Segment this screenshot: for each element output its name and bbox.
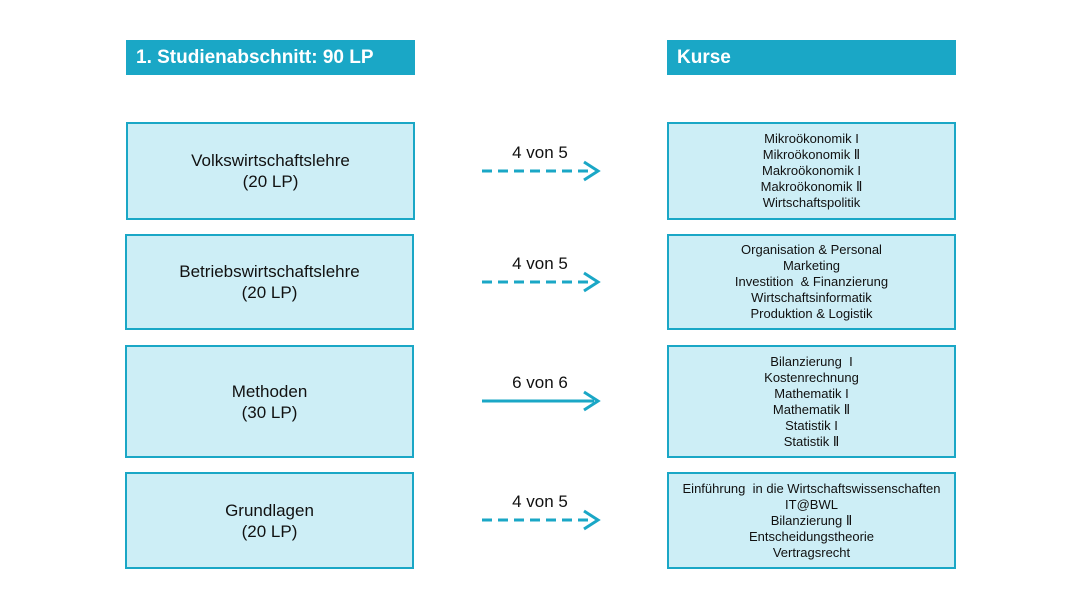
section-header-kurse: Kurse [667,40,956,75]
area-box: Methoden(30 LP) [125,345,414,458]
arrow-head [583,160,601,182]
course-item: Marketing [782,258,841,273]
course-list-box: Einführung in die Wirtschaftswissenschaf… [667,472,956,569]
dashed-arrow-icon [482,509,601,531]
course-item: Produktion & Logistik [750,306,873,321]
course-item: Vertragsrecht [772,544,851,560]
arrow-head [583,390,601,412]
course-item: Entscheidungstheorie [748,528,875,544]
course-item: Makroökonomik I [762,163,861,178]
course-item: Bilanzierung Ⅱ [770,512,853,528]
selection-label: 4 von 5 [512,492,568,511]
course-item: Makroökonomik Ⅱ [760,179,863,194]
area-box: Betriebswirtschaftslehre (20 LP) [125,234,414,330]
arrow-head [583,271,601,293]
area-name: Betriebswirtschaftslehre [179,262,360,281]
dashed-arrow-icon [482,271,601,293]
course-item: Statistik I [785,417,838,433]
area-credits: (20 LP) [241,283,298,302]
area-credits: (20 LP) [242,172,299,191]
course-item: IT@BWL [785,496,838,512]
course-item: Mathematik Ⅱ [772,401,851,417]
area-box: Grundlagen(20 LP) [125,472,414,569]
area-name: Methoden [231,381,308,401]
selection-label: 6 von 6 [512,373,568,392]
course-item: Investition & Finanzierung [734,274,889,289]
section-header-studienabschnitt: 1. Studienabschnitt: 90 LP [126,40,415,75]
solid-arrow-icon [482,390,601,412]
area-box: Volkswirtschaftslehre (20 LP) [126,122,415,220]
arrow-head [583,509,601,531]
course-item: Wirtschaftspolitik [762,195,861,210]
dashed-arrow-icon [482,160,601,182]
course-item: Bilanzierung I [770,353,853,369]
course-item: Mikroökonomik I [764,131,859,146]
area-credits: (30 LP) [241,402,298,422]
course-item: Kostenrechnung [764,369,859,385]
selection-label: 4 von 5 [512,254,568,273]
course-item: Organisation & Personal [741,242,882,257]
area-credits: (20 LP) [241,521,298,541]
course-item: Mathematik I [774,385,849,401]
area-name: Volkswirtschaftslehre [191,151,350,170]
section-header-title: Kurse [677,46,731,68]
selection-label: 4 von 5 [512,143,568,162]
course-item: Einführung in die Wirtschaftswissenschaf… [682,480,941,496]
area-name: Grundlagen [225,500,314,520]
course-item: Mikroökonomik Ⅱ [762,147,861,162]
section-header-title: 1. Studienabschnitt: 90 LP [136,46,374,68]
course-item: Statistik Ⅱ [783,433,840,449]
course-item: Wirtschaftsinformatik [751,290,872,305]
